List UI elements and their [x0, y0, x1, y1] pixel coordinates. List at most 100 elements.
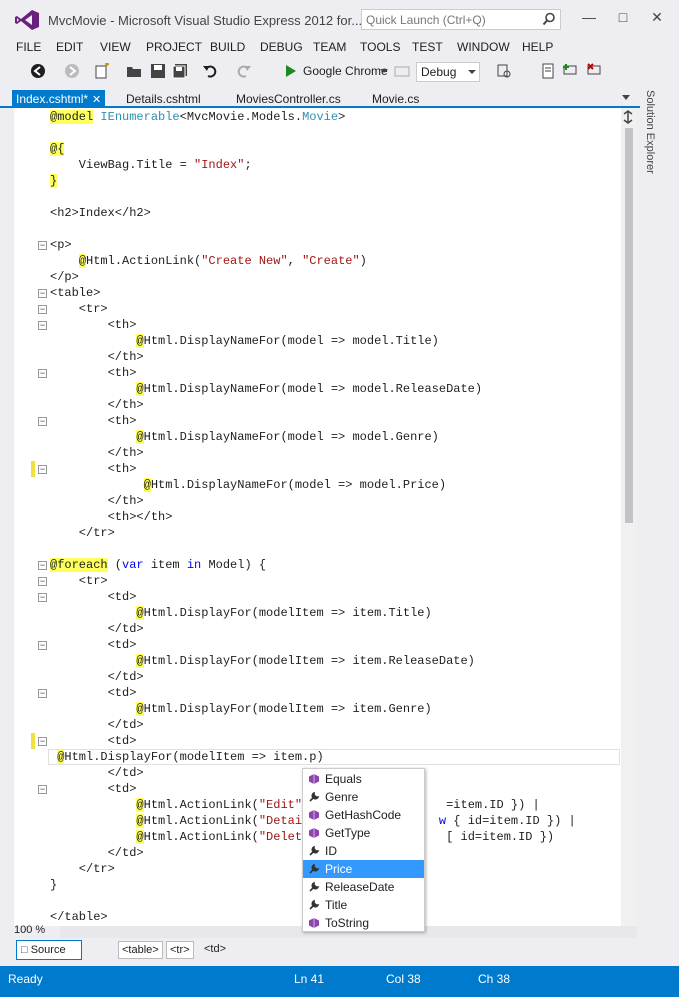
menu-test[interactable]: TEST [412, 40, 443, 54]
breadcrumb-td[interactable]: <td> [204, 943, 227, 955]
menu-build[interactable]: BUILD [210, 40, 246, 54]
code-token: </th> [50, 494, 144, 508]
start-debug-icon[interactable] [283, 63, 299, 79]
code-token: </p> [50, 270, 79, 284]
menu-help[interactable]: HELP [522, 40, 554, 54]
intellisense-item[interactable]: Title [303, 896, 424, 914]
collapse-toggle-icon[interactable]: − [38, 576, 47, 586]
menu-view[interactable]: VIEW [100, 40, 131, 54]
intellisense-item[interactable]: ToString [303, 914, 424, 932]
menu-debug[interactable]: DEBUG [260, 40, 303, 54]
source-label: Source [30, 944, 66, 956]
tab-movie-cs[interactable]: Movie.cs [368, 90, 423, 108]
code-token: @ [57, 750, 65, 764]
browser-link-icon[interactable] [394, 63, 410, 79]
redo-icon[interactable] [236, 63, 252, 79]
collapse-toggle-icon[interactable]: − [38, 368, 47, 378]
collapse-toggle-icon[interactable]: − [38, 288, 47, 298]
intellisense-item-label: GetType [325, 826, 371, 840]
collapse-toggle-icon[interactable]: − [38, 240, 47, 250]
new-project-icon[interactable] [94, 63, 110, 79]
code-line: <td> [50, 637, 137, 653]
tab-list-dropdown-icon[interactable] [622, 95, 630, 100]
collapse-toggle-icon[interactable]: − [38, 416, 47, 426]
zoom-level[interactable]: 100 % [14, 924, 46, 936]
save-icon[interactable] [150, 63, 166, 79]
vertical-scroll-thumb[interactable] [625, 128, 633, 523]
intellisense-item[interactable]: Equals [303, 770, 424, 788]
collapse-toggle-icon[interactable]: − [38, 688, 47, 698]
code-token: w [438, 814, 447, 828]
code-token: @ [136, 430, 144, 444]
code-token [50, 478, 144, 492]
code-token: @ [143, 478, 151, 492]
code-line: <h2>Index</h2> [50, 205, 151, 221]
code-token: <td> [50, 638, 137, 652]
intellisense-item[interactable]: ID [303, 842, 424, 860]
code-token: <tr> [50, 574, 108, 588]
menu-team[interactable]: TEAM [313, 40, 347, 54]
open-file-icon[interactable] [126, 63, 142, 79]
menu-edit[interactable]: EDIT [56, 40, 84, 54]
code-line: </tr> [50, 525, 115, 541]
back-icon[interactable] [30, 63, 46, 79]
minimize-button[interactable]: — [582, 9, 596, 25]
tab-label: MoviesController.cs [236, 92, 341, 106]
find-in-files-icon[interactable] [496, 63, 512, 79]
code-token [50, 254, 79, 268]
tab-movies-controller[interactable]: MoviesController.cs [232, 90, 345, 108]
save-all-icon[interactable] [172, 63, 188, 79]
method-icon [309, 828, 319, 838]
intellisense-item[interactable]: GetHashCode [303, 806, 424, 824]
source-view-icon: □ [21, 944, 28, 956]
quick-launch-input[interactable]: Quick Launch (Ctrl+Q) [361, 9, 561, 30]
menu-file[interactable]: FILE [16, 40, 42, 54]
tab-details-cshtml[interactable]: Details.cshtml [122, 90, 205, 108]
search-icon[interactable] [542, 12, 556, 26]
undo-icon[interactable] [202, 63, 218, 79]
intellisense-item[interactable]: GetType [303, 824, 424, 842]
menu-project[interactable]: PROJECT [146, 40, 203, 54]
intellisense-item[interactable]: Price [303, 860, 424, 878]
intellisense-item[interactable]: ReleaseDate [303, 878, 424, 896]
code-token: @ [136, 814, 144, 828]
browser-selector[interactable]: Google Chrome [299, 62, 391, 82]
breadcrumb-table[interactable]: <table> [118, 941, 163, 959]
chevron-down-icon [468, 70, 476, 74]
code-token: ; [244, 158, 252, 172]
forward-icon[interactable] [64, 63, 80, 79]
collapse-toggle-icon[interactable]: − [38, 560, 47, 570]
status-bar: Ready Ln 41 Col 38 Ch 38 [0, 966, 679, 997]
tab-index-cshtml[interactable]: Index.cshtml*✕ [12, 90, 106, 108]
property-icon [309, 899, 320, 910]
add-comment-icon[interactable] [562, 63, 578, 79]
collapse-toggle-icon[interactable]: − [38, 464, 47, 474]
menu-tools[interactable]: TOOLS [360, 40, 401, 54]
close-button[interactable]: ✕ [651, 9, 663, 25]
collapse-toggle-icon[interactable]: − [38, 592, 47, 602]
code-token [50, 798, 136, 812]
solution-explorer-tab[interactable]: Solution Explorer [644, 90, 656, 174]
collapse-toggle-icon[interactable]: − [38, 736, 47, 746]
code-token: ( [107, 558, 123, 572]
document-icon[interactable] [540, 63, 556, 79]
code-token: Html.DisplayFor(modelItem => item.p) [64, 750, 324, 764]
breadcrumb-tr[interactable]: <tr> [166, 941, 194, 959]
code-token: @ [136, 830, 144, 844]
collapse-toggle-icon[interactable]: − [38, 320, 47, 330]
intellisense-item[interactable]: Genre [303, 788, 424, 806]
remove-comment-icon[interactable] [586, 63, 602, 79]
horizontal-scrollbar[interactable] [60, 926, 637, 938]
collapse-toggle-icon[interactable]: − [38, 304, 47, 314]
intellisense-item-label: ID [325, 844, 337, 858]
collapse-toggle-icon[interactable]: − [38, 784, 47, 794]
close-tab-icon[interactable]: ✕ [92, 94, 102, 106]
source-view-button[interactable]: □ Source [16, 940, 82, 960]
maximize-button[interactable]: □ [618, 9, 628, 25]
configuration-selector[interactable]: Debug [416, 62, 480, 82]
collapse-toggle-icon[interactable]: − [38, 640, 47, 650]
code-token: @ [136, 334, 144, 348]
split-window-icon[interactable] [621, 110, 635, 124]
menu-window[interactable]: WINDOW [457, 40, 510, 54]
code-token: <td> [50, 590, 137, 604]
